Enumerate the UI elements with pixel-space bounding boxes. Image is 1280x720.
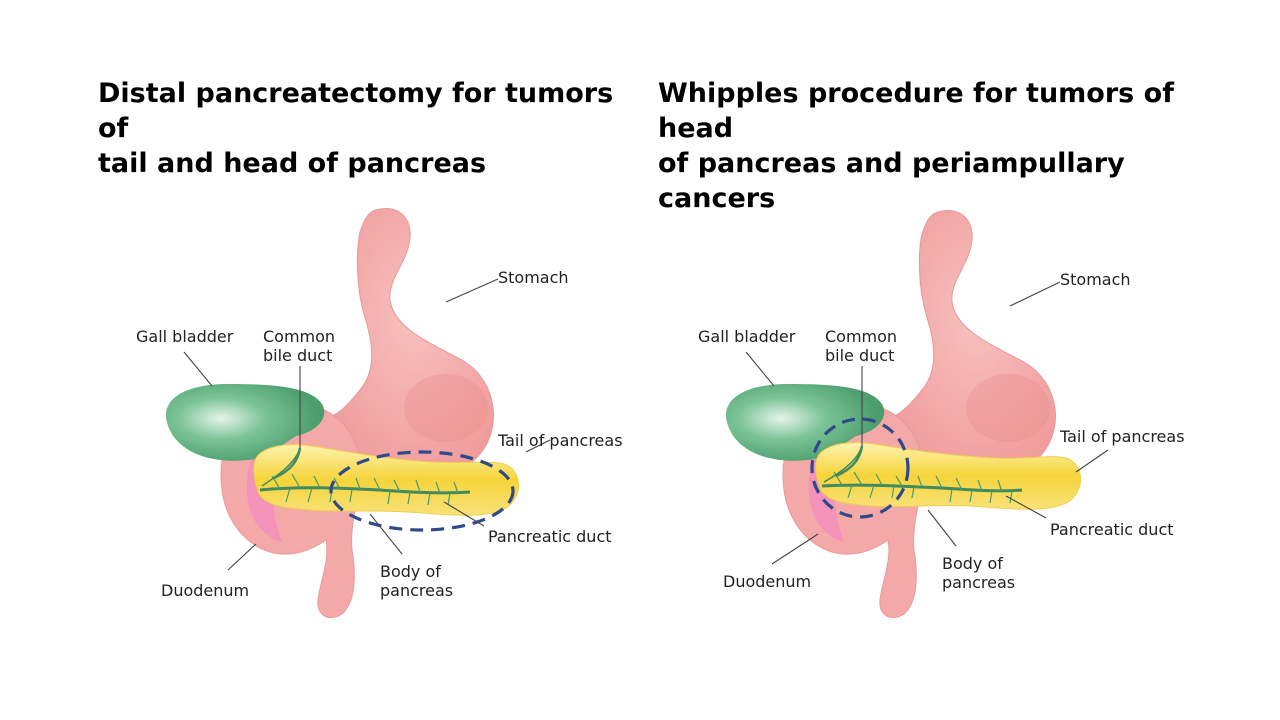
gall-bladder-leader (183, 351, 213, 387)
label-body-of-pancreas-line1: Body of (380, 562, 441, 581)
label-tail-of-pancreas: Tail of pancreas (1059, 427, 1185, 446)
gall-bladder (165, 384, 325, 461)
tail-leader (1075, 449, 1109, 473)
pancreas (253, 444, 519, 516)
label-body-of-pancreas-line2: pancreas (942, 573, 1015, 592)
duodenum-leader (227, 543, 257, 571)
label-stomach: Stomach (498, 268, 569, 287)
label-gall-bladder: Gall bladder (136, 327, 234, 346)
label-body-of-pancreas-line1: Body of (942, 554, 1003, 573)
label-common-bile-duct-line1: Common (263, 327, 335, 346)
title-whipples-procedure: Whipples procedure for tumors of head of… (658, 78, 1174, 214)
label-tail-of-pancreas: Tail of pancreas (497, 431, 623, 450)
label-body-of-pancreas-line2: pancreas (380, 581, 453, 600)
body-leader (369, 513, 403, 555)
pancreatic-duct-leader (1005, 495, 1047, 519)
pancreatic-duct-leader (443, 501, 485, 527)
gall-bladder (725, 384, 885, 461)
resection-outline-tail-body (329, 450, 515, 532)
pancreas (815, 442, 1081, 510)
stomach-leader (1009, 281, 1061, 307)
tail-leader (525, 439, 551, 453)
label-common-bile-duct-line2: bile duct (825, 346, 894, 365)
label-stomach: Stomach (1060, 270, 1131, 289)
resection-outline-head (810, 417, 910, 519)
stomach-shade (404, 374, 488, 442)
diagram-distal-pancreatectomy: Stomach Gall bladder Common bile duct Ta… (136, 208, 623, 618)
duct-branches (833, 471, 1013, 504)
label-common-bile-duct-line1: Common (825, 327, 897, 346)
stomach-leader (445, 278, 499, 303)
label-gall-bladder: Gall bladder (698, 327, 796, 346)
diagram-whipples-procedure: Stomach Gall bladder Common bile duct Ta… (698, 210, 1185, 618)
title-distal-pancreatectomy: Distal pancreatectomy for tumors of tail… (98, 78, 614, 179)
duct-branches (271, 473, 459, 506)
label-common-bile-duct-line2: bile duct (263, 346, 332, 365)
stomach-shade (966, 374, 1050, 442)
label-pancreatic-duct: Pancreatic duct (1050, 520, 1174, 539)
duodenum-leader (771, 533, 819, 565)
label-pancreatic-duct: Pancreatic duct (488, 527, 612, 546)
label-duodenum: Duodenum (723, 572, 811, 591)
label-duodenum: Duodenum (161, 581, 249, 600)
body-leader (927, 509, 957, 547)
gall-bladder-leader (745, 351, 775, 387)
